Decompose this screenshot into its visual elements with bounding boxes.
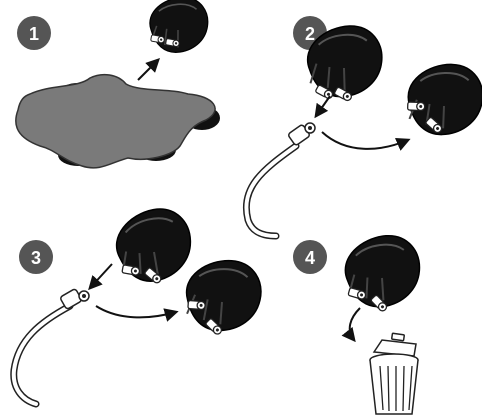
earpiece-filter-icon xyxy=(336,229,429,320)
step-number-3: 3 xyxy=(31,248,41,268)
arrow-icon xyxy=(316,96,330,116)
step-1-group: 1 xyxy=(16,0,220,168)
step-badge-1: 1 xyxy=(17,16,51,50)
hearing-tube-icon xyxy=(14,288,89,404)
earpiece-filter-icon xyxy=(105,200,202,294)
trash-can-icon xyxy=(370,333,418,414)
step-number-2: 2 xyxy=(305,24,315,44)
arrow-icon xyxy=(322,132,408,149)
step-badge-4: 4 xyxy=(293,240,327,274)
earpiece-filter-icon xyxy=(182,257,265,338)
arrow-icon xyxy=(138,60,158,80)
step-number-4: 4 xyxy=(305,248,315,268)
hearing-tube-icon xyxy=(246,123,315,236)
dispenser-tray-icon xyxy=(16,75,220,168)
step-3-group: 3 xyxy=(14,200,265,404)
earpiece-filter-icon xyxy=(144,0,212,57)
step-number-1: 1 xyxy=(29,24,39,44)
step-2-group: 2 xyxy=(246,16,482,236)
arrow-icon xyxy=(90,264,112,288)
arrow-icon xyxy=(350,308,360,340)
step-4-group: 4 xyxy=(293,229,429,414)
earpiece-filter-icon xyxy=(402,60,482,139)
arrow-icon xyxy=(96,306,176,317)
step-badge-3: 3 xyxy=(19,240,53,274)
